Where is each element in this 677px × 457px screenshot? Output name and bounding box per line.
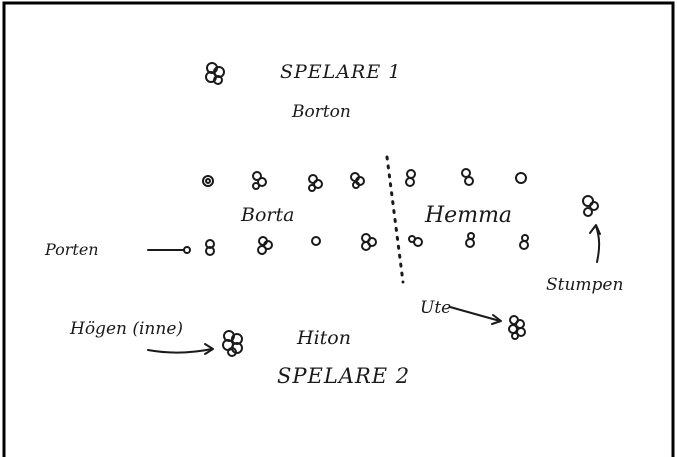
- hogen-label: Högen (inne): [69, 319, 183, 339]
- ute-label: Ute: [420, 298, 451, 318]
- piece: [350, 172, 365, 189]
- player1-label: SPELARE 1: [280, 61, 401, 83]
- hogen-pile: [222, 330, 243, 357]
- bottom-row-pieces: [205, 232, 529, 256]
- left-zone-label: Borta: [240, 204, 294, 226]
- piece: [465, 232, 475, 248]
- right-zone-label: Hemma: [424, 203, 512, 228]
- player1-pile: [205, 62, 225, 85]
- top-row-pieces: [202, 168, 527, 192]
- player2-side-label: Hiton: [296, 327, 351, 349]
- divider-dotted-line: [385, 155, 405, 284]
- piece: [311, 236, 321, 246]
- porten-label: Porten: [44, 240, 99, 259]
- piece: [405, 169, 416, 187]
- piece: [252, 171, 267, 190]
- piece: [308, 174, 323, 192]
- stumpen-arrow: [589, 224, 601, 263]
- porten-arrow: [147, 246, 191, 254]
- ute-arrow: [449, 306, 502, 325]
- piece: [361, 233, 377, 251]
- piece: [461, 168, 474, 186]
- piece: [205, 239, 215, 256]
- piece: [519, 234, 529, 250]
- hogen-arrow: [147, 343, 214, 355]
- piece: [408, 235, 423, 247]
- stumpen-pile: [582, 195, 599, 217]
- piece: [515, 172, 527, 184]
- ute-pile: [508, 315, 526, 340]
- player1-side-label: Borton: [291, 102, 351, 122]
- stumpen-label: Stumpen: [546, 275, 623, 295]
- player2-label: SPELARE 2: [277, 364, 410, 388]
- piece: [257, 236, 273, 255]
- piece: [202, 175, 214, 187]
